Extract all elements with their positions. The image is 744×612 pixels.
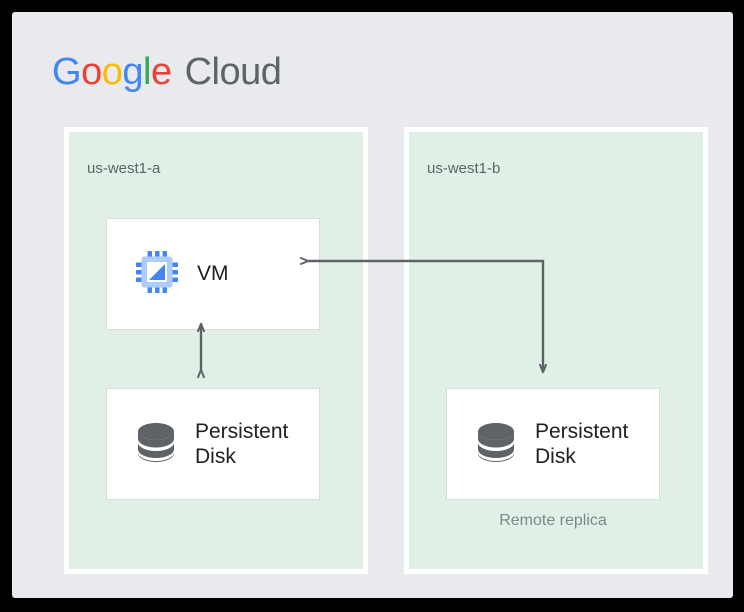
google-cloud-logo: G o o g l e Cloud [52, 48, 282, 96]
logo-letter-g-blue-2: g [122, 51, 143, 93]
persistent-disk-card-primary[interactable]: Persistent Disk [106, 388, 320, 500]
zone-label-us-west1-a: us-west1-a [87, 160, 161, 177]
logo-letter-g-blue: G [52, 51, 82, 93]
persistent-disk-card-replica[interactable]: Persistent Disk [446, 388, 660, 500]
logo-letter-e-red: e [150, 51, 172, 93]
persistent-disk-label-primary: Persistent Disk [195, 419, 289, 468]
logo-letter-l-green: l [142, 51, 151, 93]
logo-letter-o-red: o [81, 51, 102, 93]
logo-letter-o-yellow: o [101, 51, 123, 93]
diagram-canvas: G o o g l e Cloud us-west1-a us-west1-b [12, 12, 733, 598]
google-wordmark: G o o g l e [52, 53, 172, 91]
zone-panel-us-west1-b: us-west1-b [404, 127, 708, 574]
remote-replica-caption: Remote replica [499, 512, 607, 529]
database-disk-icon [135, 420, 177, 469]
vm-card-label: VM [197, 262, 229, 286]
zone-panel-us-west1-a: us-west1-a [64, 127, 368, 574]
database-disk-icon [475, 420, 517, 469]
cloud-wordmark: Cloud [184, 51, 282, 93]
vm-card[interactable]: VM [106, 218, 320, 330]
cpu-chip-icon [135, 250, 179, 299]
persistent-disk-label-replica: Persistent Disk [535, 419, 629, 468]
zone-label-us-west1-b: us-west1-b [427, 160, 501, 177]
